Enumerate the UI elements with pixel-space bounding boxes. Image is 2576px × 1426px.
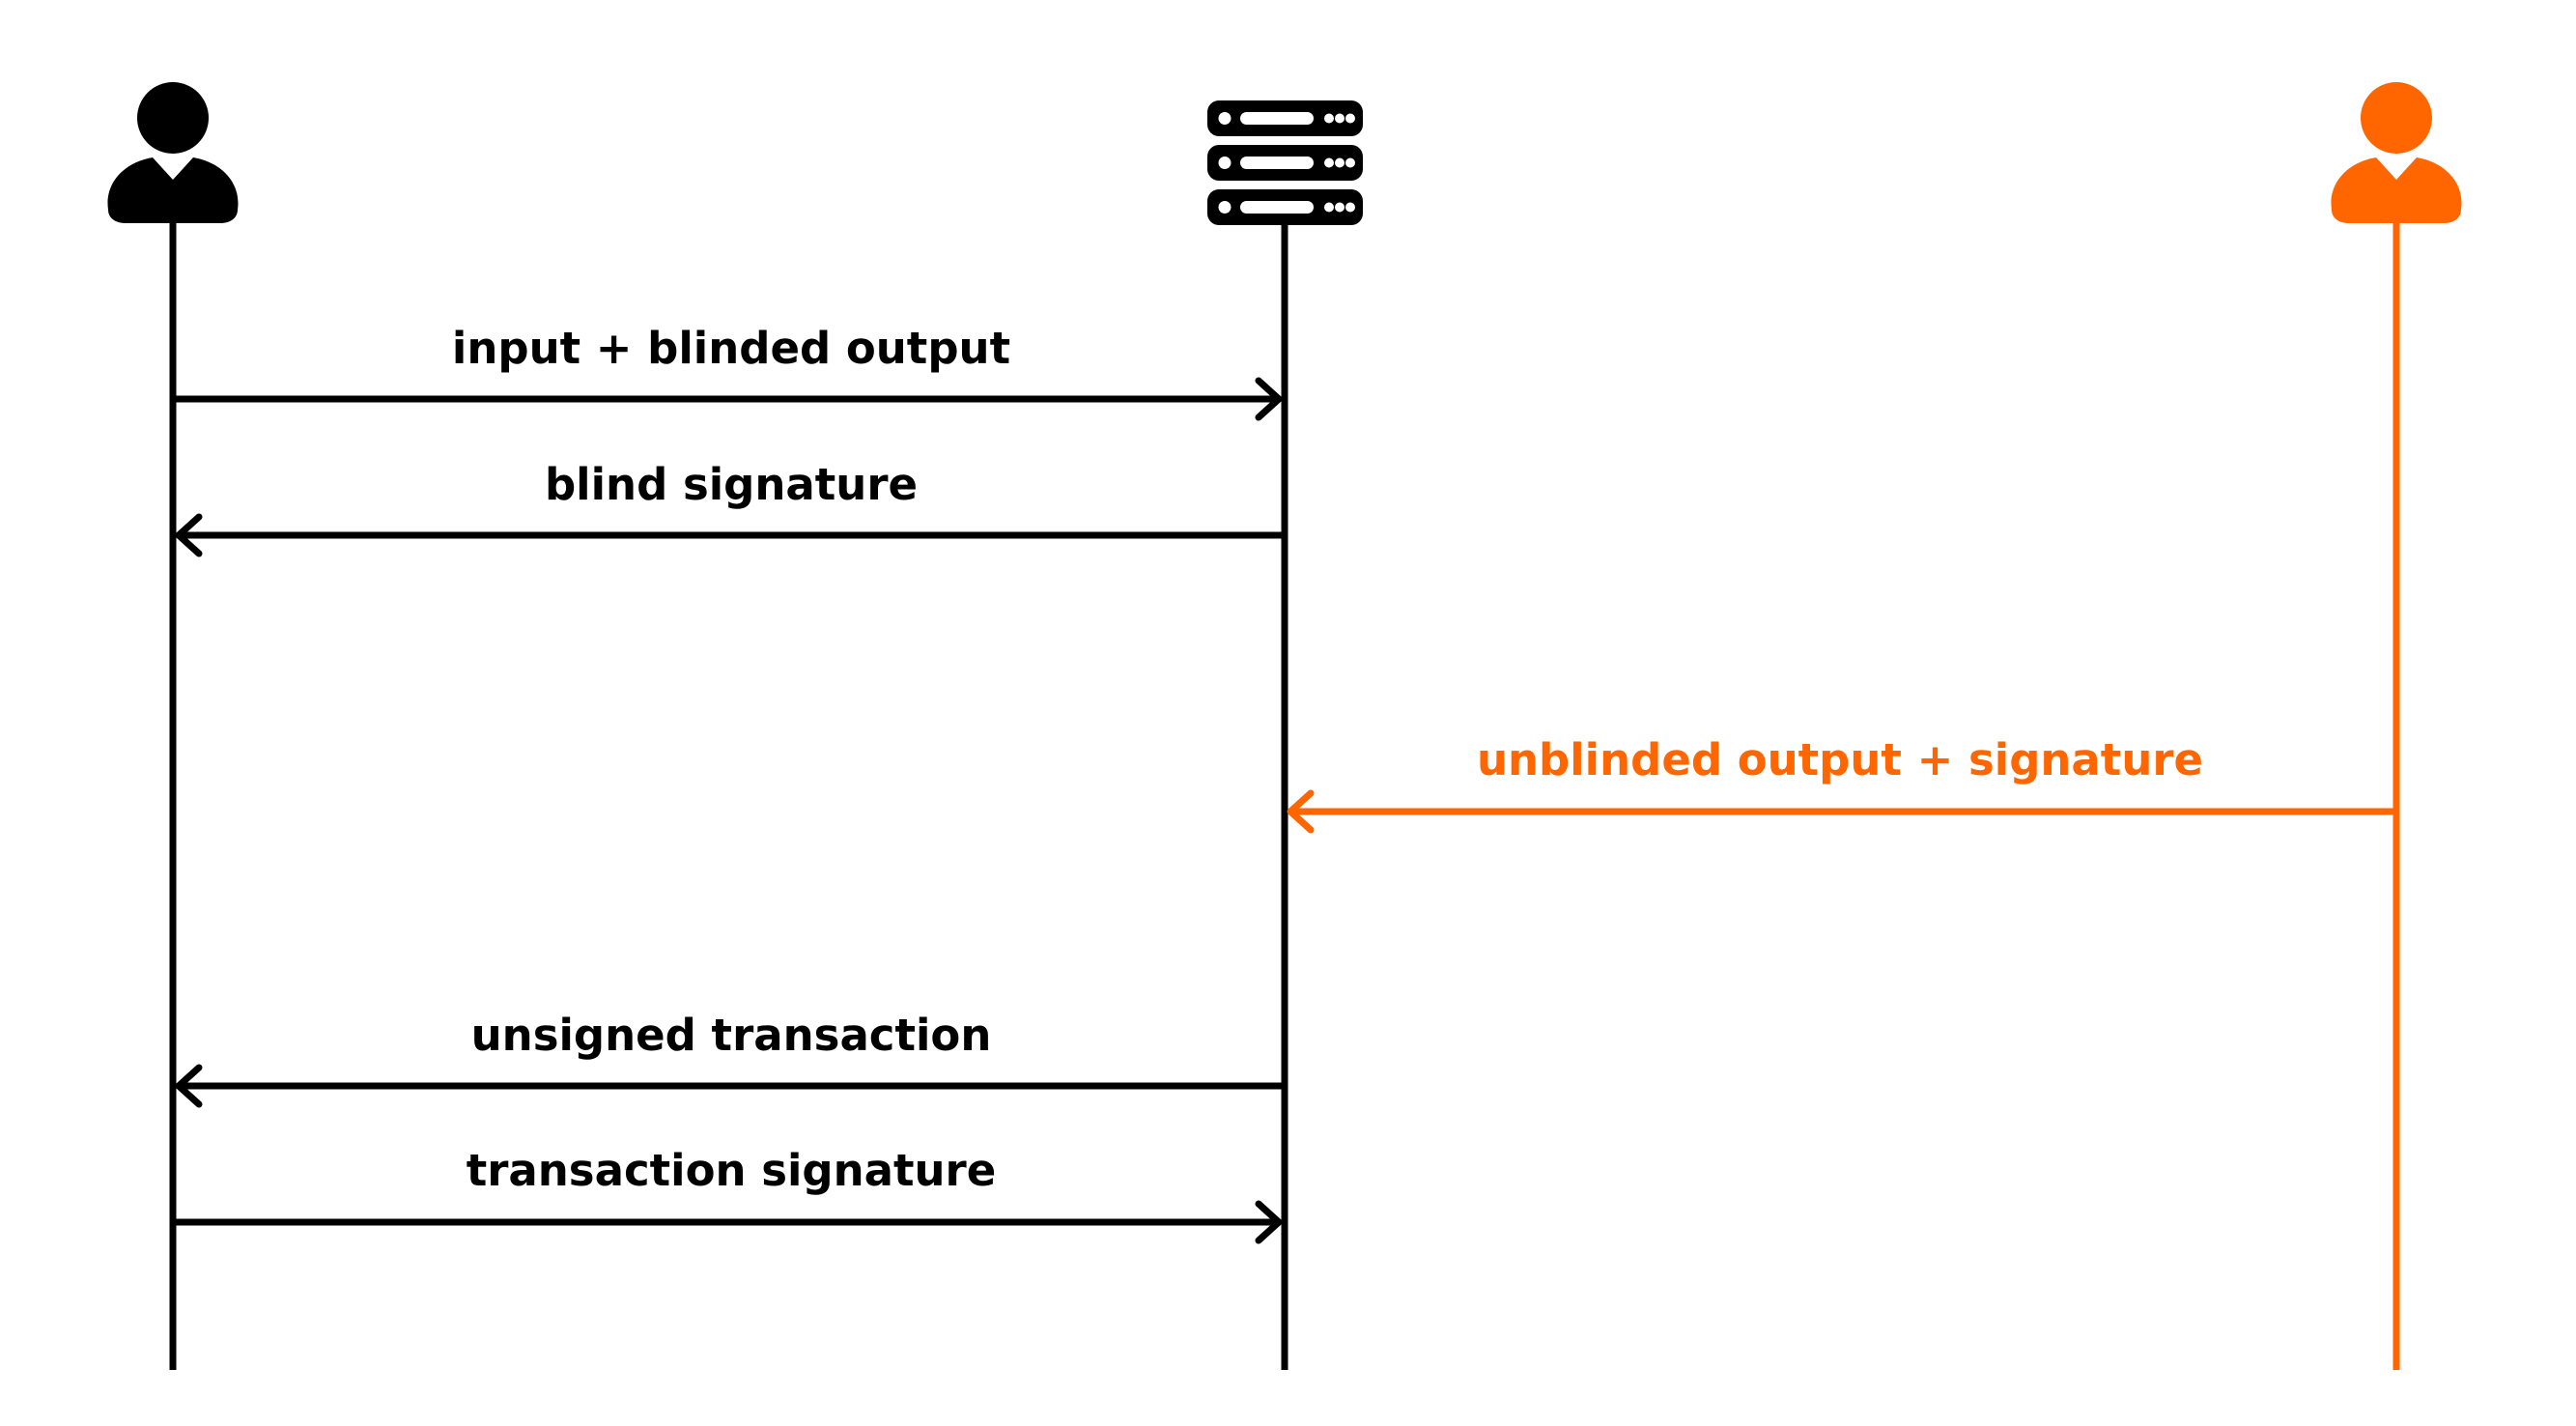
message-blind-signature: blind signature [175, 459, 1285, 557]
message-label: input + blinded output [452, 323, 1010, 374]
arrowhead-right-icon [1255, 377, 1283, 421]
server-icon [1207, 100, 1363, 225]
person-icon [107, 82, 239, 223]
message-unsigned-transaction: unsigned transaction [175, 1010, 1285, 1108]
message-label: transaction signature [467, 1145, 997, 1196]
person-icon [2331, 82, 2462, 223]
message-transaction-signature: transaction signature [173, 1145, 1283, 1244]
message-label: unblinded output + signature [1477, 734, 2203, 785]
arrowhead-left-icon [175, 513, 203, 557]
message-label: unsigned transaction [471, 1010, 992, 1061]
arrowhead-left-icon [1287, 789, 1315, 834]
arrowhead-left-icon [175, 1064, 203, 1108]
arrowhead-right-icon [1255, 1200, 1283, 1244]
message-unblinded-output-signature: unblinded output + signature [1287, 734, 2396, 834]
message-label: blind signature [545, 459, 918, 510]
message-input-blinded-output: input + blinded output [173, 323, 1283, 421]
